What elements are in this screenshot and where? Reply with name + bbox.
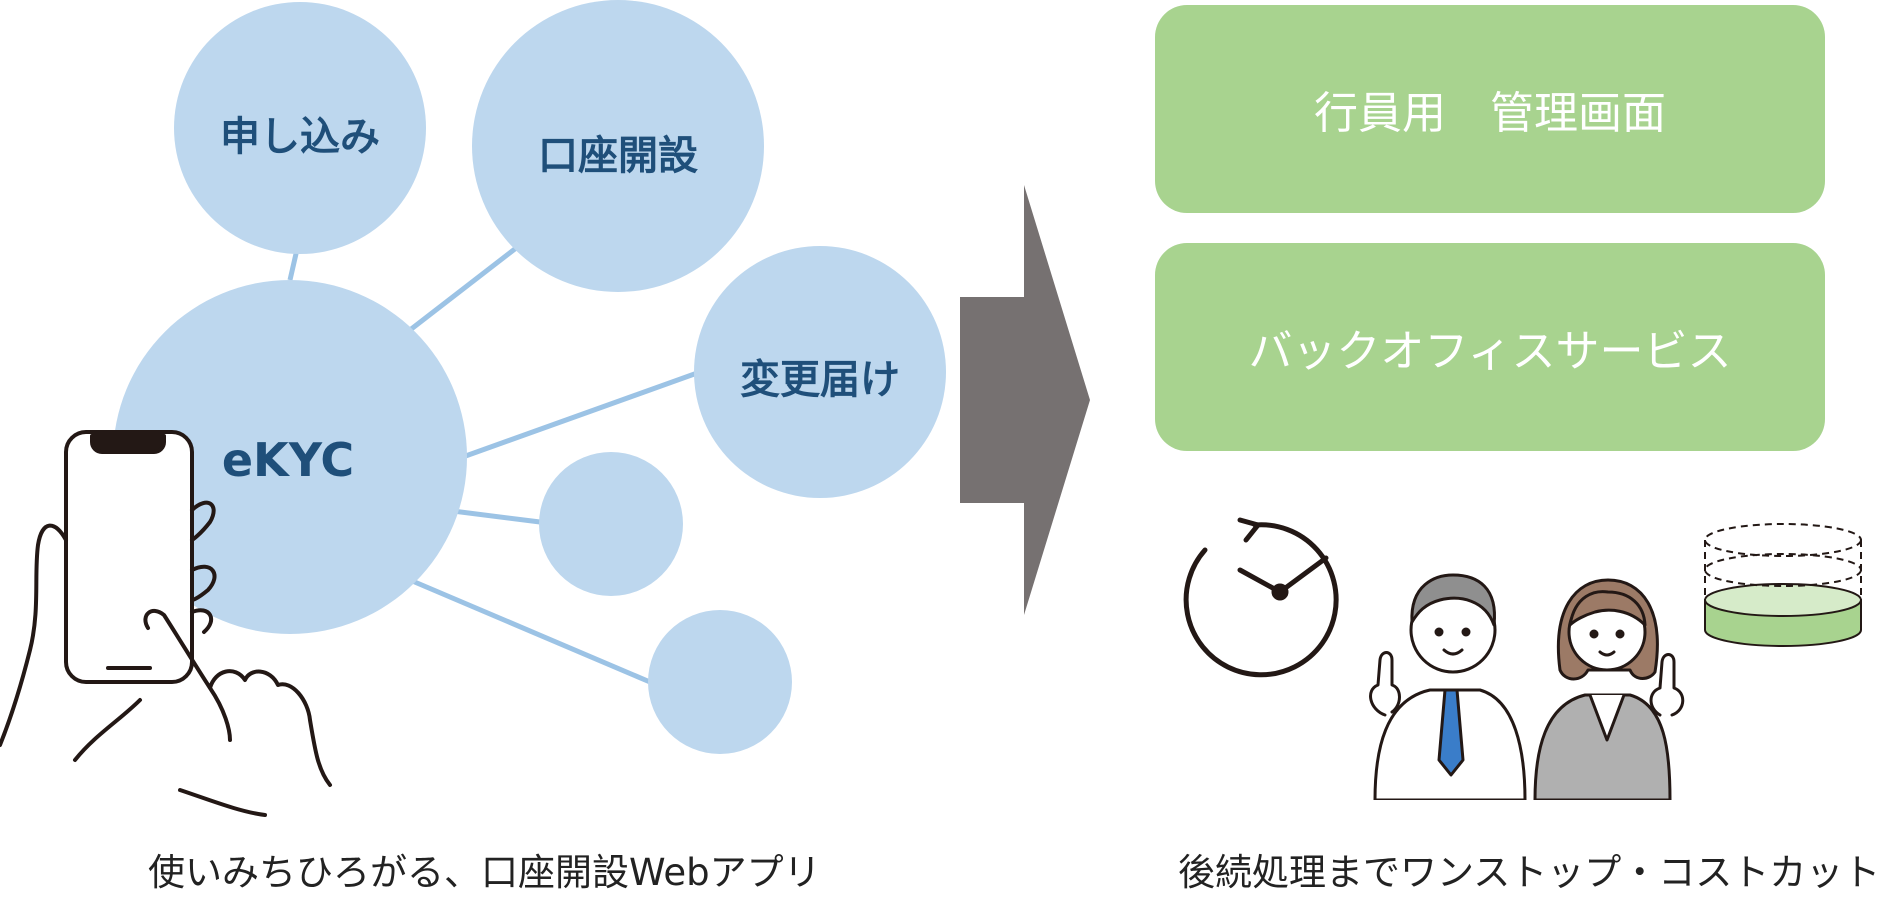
bubble-small-1 — [539, 452, 683, 596]
box-back-office: バックオフィスサービス — [1155, 243, 1825, 451]
database-fill-top — [1704, 583, 1862, 617]
box-back-office-label: バックオフィスサービス — [1248, 326, 1732, 377]
smartphone-notch — [90, 434, 166, 454]
clock-hand-minute — [1277, 555, 1329, 595]
woman-eye-right — [1615, 629, 1625, 639]
bubble-henkou — [694, 246, 946, 498]
label-moshikomi: 申し込み — [220, 114, 380, 160]
database-middle — [1704, 553, 1862, 587]
man-eye-left — [1434, 627, 1444, 637]
clock-center — [1271, 583, 1289, 601]
bubble-kouza — [472, 0, 764, 292]
connector-small-2 — [409, 577, 651, 685]
label-kouza: 口座開設 — [538, 133, 698, 179]
woman-hand-pointing — [1649, 653, 1685, 717]
caption-right: 後続処理までワンストップ・コストカット — [1178, 851, 1881, 894]
connector-lines — [287, 243, 701, 685]
label-henkou: 変更届け — [740, 357, 900, 403]
connector-henkou — [459, 369, 701, 461]
bubble-moshikomi — [174, 2, 426, 254]
clock-refresh-arrow — [1237, 517, 1263, 543]
clock-rim — [1183, 522, 1339, 678]
arrow-shape — [960, 185, 1090, 615]
woman-bangs — [1568, 590, 1647, 627]
man-hand-pointing — [1369, 651, 1401, 717]
smartphone-body — [64, 430, 194, 684]
pointing-hand — [73, 608, 332, 817]
man-eye-right — [1461, 627, 1471, 637]
label-ekyc: eKYC — [221, 433, 355, 487]
caption-left: 使いみちひろがる、口座開設Webアプリ — [148, 851, 821, 894]
bubble-diagram — [0, 0, 946, 817]
arrow-right-icon — [960, 185, 1090, 615]
holding-hand-fingers — [190, 500, 217, 634]
right-illustrations — [1183, 517, 1862, 800]
man-tie — [1437, 688, 1465, 777]
clock-icon — [1183, 517, 1339, 678]
smartphone-hand-icon — [0, 430, 332, 817]
database-top — [1704, 523, 1862, 557]
database-icon — [1704, 523, 1862, 647]
woman-body — [1533, 693, 1672, 800]
man-mouth — [1442, 648, 1464, 656]
bubble-small-2 — [648, 610, 792, 754]
woman-eye-left — [1589, 629, 1599, 639]
man-hair — [1410, 573, 1496, 627]
connector-kouza — [408, 243, 522, 332]
holding-hand — [0, 523, 68, 747]
woman-mouth — [1598, 650, 1616, 657]
box-admin-screen-label: 行員用 管理画面 — [1314, 88, 1666, 139]
bubble-ekyc — [113, 280, 467, 634]
connector-small-1 — [444, 507, 541, 525]
box-admin-screen: 行員用 管理画面 — [1155, 5, 1825, 213]
people-pointing-icon — [1369, 573, 1685, 800]
woman-collar — [1588, 693, 1626, 742]
